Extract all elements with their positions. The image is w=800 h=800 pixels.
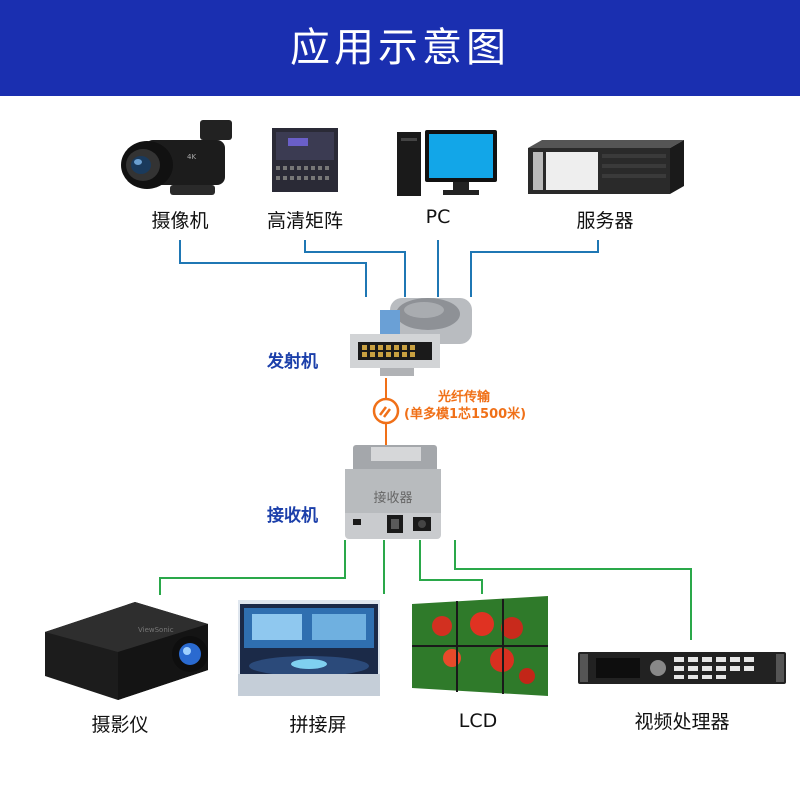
page-title: 应用示意图 — [290, 25, 510, 71]
title-banner — [0, 0, 800, 96]
fiber-caption-line2: (单多模1芯1500米) — [404, 407, 527, 422]
svg-text:4K: 4K — [187, 153, 196, 161]
output-label-processor: 视频处理器 — [634, 711, 730, 733]
wire-server — [470, 240, 599, 297]
input-label-camcorder: 摄像机 — [151, 210, 209, 232]
splicing-screen-icon — [238, 600, 380, 696]
input-label-hd-matrix: 高清矩阵 — [266, 210, 343, 232]
receiver-label: 接收机 — [267, 506, 318, 526]
dvi-transmitter-icon — [350, 296, 475, 381]
output-label-lcd: LCD — [458, 710, 498, 732]
video-processor-icon — [578, 648, 786, 688]
input-label-server: 服务器 — [576, 210, 634, 232]
pc-monitor-icon — [393, 128, 503, 200]
wire-processor — [454, 540, 692, 640]
hd-matrix-icon — [270, 126, 340, 196]
rack-server-icon — [528, 140, 684, 194]
projector-icon: ViewSonic — [40, 594, 210, 704]
input-label-pc: PC — [425, 206, 451, 228]
receiver-box-text: 接收器 — [373, 491, 413, 506]
wire-lcd — [419, 540, 483, 594]
fiber-link-icon — [371, 396, 401, 426]
wire-camcorder — [179, 240, 367, 297]
lcd-video-wall-icon — [412, 596, 548, 696]
receiver-box-icon: 接收器 — [343, 443, 443, 541]
fiber-caption-line1: 光纤传输 — [438, 390, 491, 405]
wire-hd-matrix — [304, 240, 406, 297]
output-label-splicing: 拼接屏 — [289, 714, 347, 736]
svg-text:ViewSonic: ViewSonic — [138, 626, 174, 634]
output-label-projector: 摄影仪 — [91, 714, 149, 736]
wire-projector — [159, 540, 346, 595]
camcorder-icon: 4K — [115, 115, 240, 200]
transmitter-label: 发射机 — [267, 352, 318, 372]
